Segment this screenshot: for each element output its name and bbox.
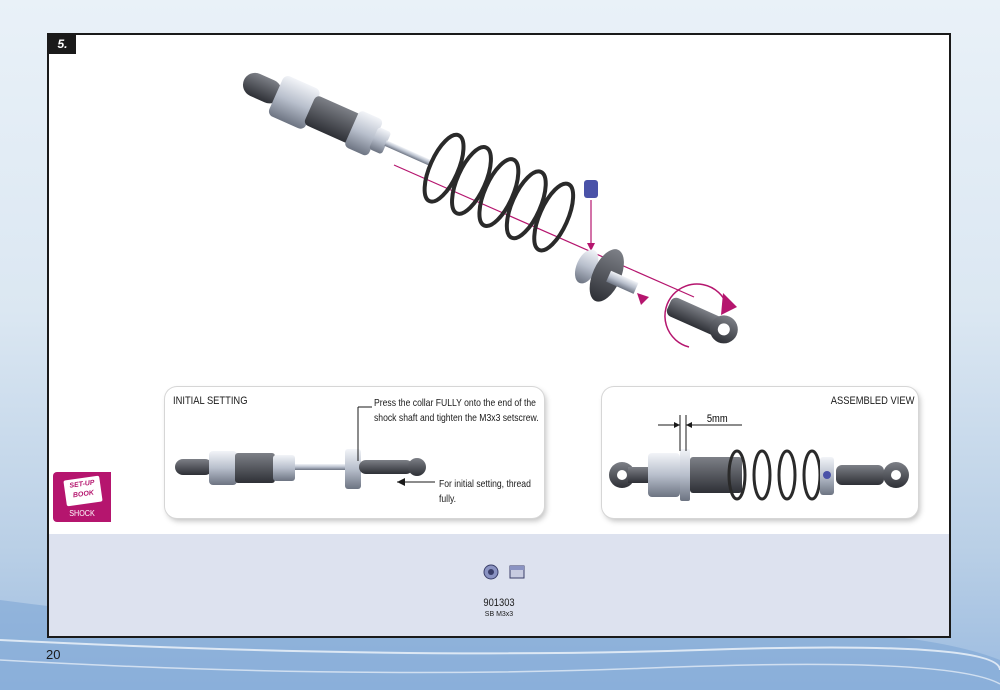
page-number: 20: [46, 647, 61, 662]
initial-setting-card: INITIAL SETTING Press the coll: [165, 387, 544, 518]
setscrew-side-icon: [509, 565, 525, 579]
assembled-shock-illustration: [609, 415, 909, 501]
initial-setting-title: INITIAL SETTING: [173, 395, 248, 407]
dimension-label: 5mm: [706, 413, 728, 425]
parts-list: 901303 SB M3x3: [49, 534, 949, 636]
thread-instruction: For initial setting, thread fully.: [439, 478, 531, 505]
shock-exploded-illustration: [242, 72, 738, 348]
collar-instruction: Press the collar FULLY onto the end of t…: [374, 397, 539, 424]
instruction-panel: 5.: [47, 33, 951, 638]
setscrew-top-icon: [483, 564, 499, 580]
assembled-view-title: ASSEMBLED VIEW: [830, 395, 914, 407]
part-number: 901303: [483, 597, 515, 609]
part-name: SB M3x3: [484, 611, 514, 618]
setup-book-label: SHOCK: [69, 509, 95, 518]
setup-book-tab: SET-UP BOOK SHOCK: [53, 472, 111, 522]
initial-setting-illustration: [175, 406, 435, 489]
assembled-view-card: ASSEMBLED VIEW: [602, 387, 918, 518]
step-number: 5.: [49, 35, 76, 54]
setup-book-icon: SET-UP BOOK: [63, 475, 103, 507]
